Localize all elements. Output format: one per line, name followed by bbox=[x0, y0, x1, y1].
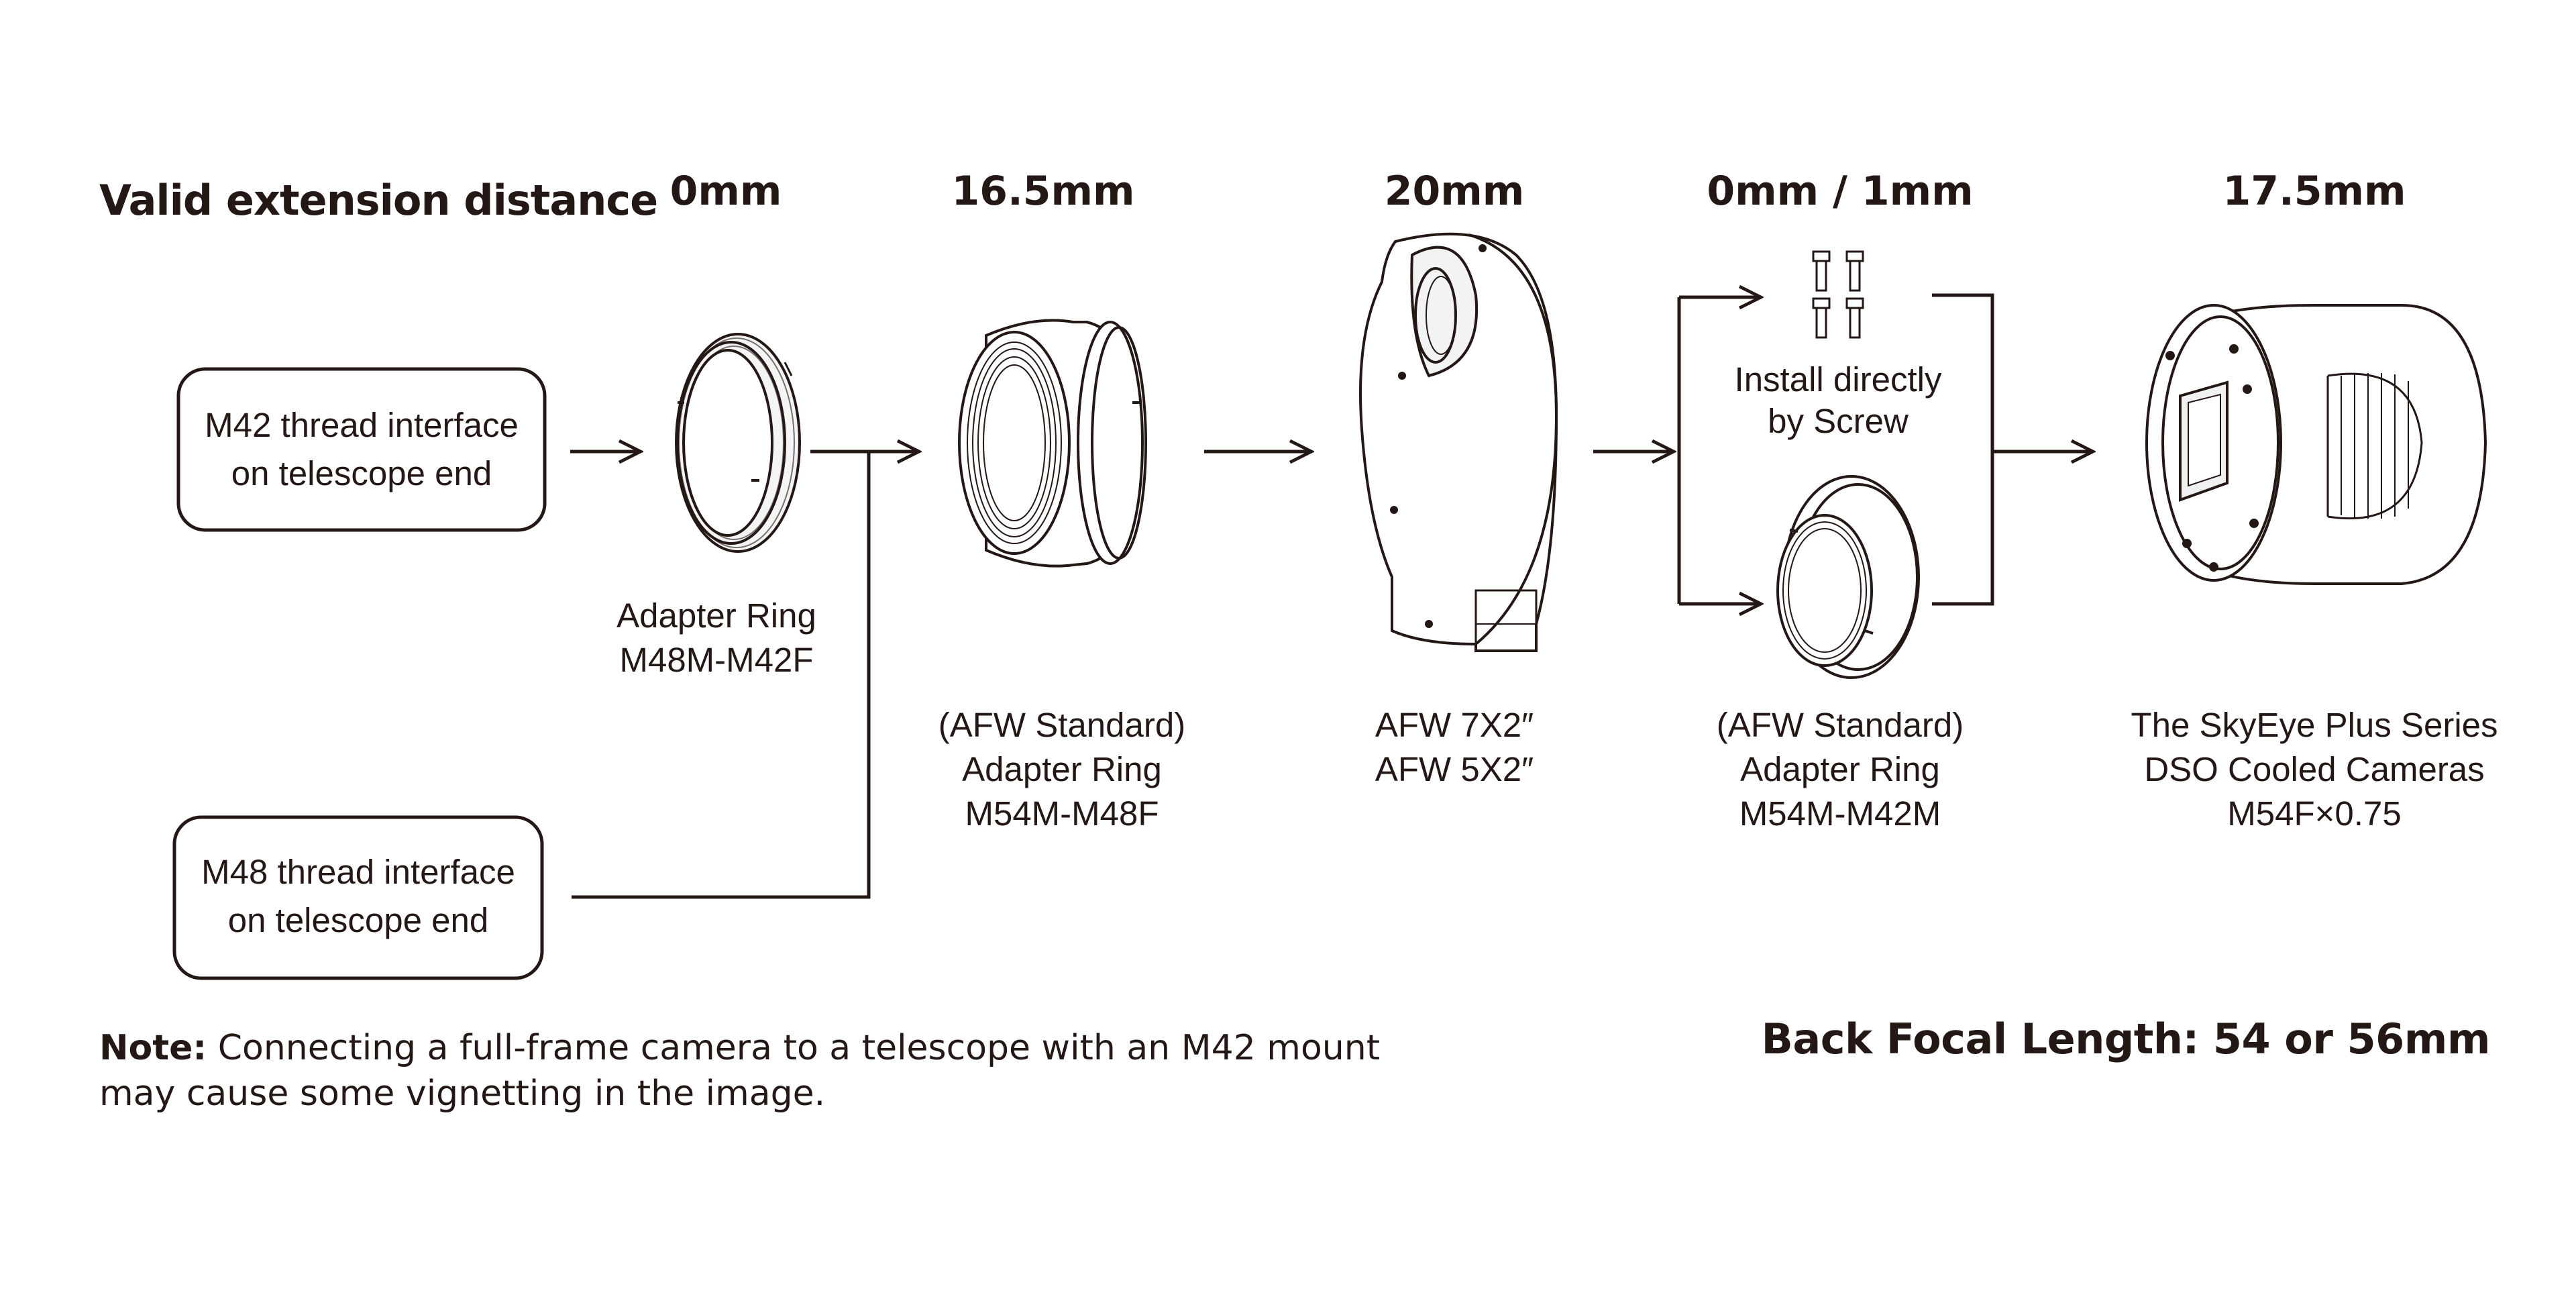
adapter-m54m-m48f-label: (AFW Standard) Adapter Ring M54M-M48F bbox=[938, 703, 1185, 836]
m48-interface-line2: on telescope end bbox=[227, 901, 489, 939]
adapter-ring-m54m-m48f-drawing bbox=[958, 319, 1147, 568]
filter-wheel-label: AFW 7X2″ AFW 5X2″ bbox=[1375, 703, 1534, 792]
m42-interface-box bbox=[176, 367, 547, 532]
distance-adapter-m54m-m42m: 0mm / 1mm bbox=[1707, 168, 1974, 215]
screws-drawing bbox=[1812, 250, 1864, 339]
back-focal-length: Back Focal Length: 54 or 56mm bbox=[1761, 1014, 2491, 1063]
m48-connector-line bbox=[572, 452, 871, 899]
adapter-m54m-m48f-line2: Adapter Ring bbox=[962, 750, 1162, 788]
adapter-m54m-m42m-label: (AFW Standard) Adapter Ring M54M-M42M bbox=[1717, 703, 1964, 836]
filter-wheel-line2: AFW 5X2″ bbox=[1375, 750, 1534, 788]
note-label: Note: bbox=[99, 1028, 207, 1068]
distance-filter-wheel: 20mm bbox=[1384, 168, 1525, 215]
adapter-m48m-m42f-label: Adapter Ring M48M-M42F bbox=[616, 594, 816, 682]
adapter-m54m-m48f-line3: M54M-M48F bbox=[965, 794, 1159, 833]
distance-adapter-m54m-m48f: 16.5mm bbox=[951, 168, 1135, 215]
filter-wheel-drawing bbox=[1359, 232, 1558, 652]
adapter-ring-m48m-m42f-drawing bbox=[675, 333, 801, 553]
m42-interface-line2: on telescope end bbox=[231, 454, 492, 492]
vignetting-note: Note: Connecting a full-frame camera to … bbox=[99, 1025, 1380, 1116]
distance-adapter-m48m-m42f: 0mm bbox=[669, 168, 782, 215]
adapter-ring-m54m-m42m-drawing bbox=[1776, 475, 1920, 679]
m48-interface-line1: M48 thread interface bbox=[201, 853, 515, 891]
m42-interface-label: M42 thread interface on telescope end bbox=[178, 401, 545, 498]
filter-wheel-line1: AFW 7X2″ bbox=[1375, 706, 1534, 744]
camera-label: The SkyEye Plus Series DSO Cooled Camera… bbox=[2131, 703, 2498, 836]
adapter-m48m-m42f-line1: Adapter Ring bbox=[616, 596, 816, 635]
adapter-m54m-m42m-line3: M54M-M42M bbox=[1739, 794, 1941, 833]
adapter-m54m-m48f-line1: (AFW Standard) bbox=[938, 706, 1186, 744]
merge-line bbox=[1932, 293, 1994, 606]
screws-line2: by Screw bbox=[1768, 402, 1909, 440]
adapter-m48m-m42f-line2: M48M-M42F bbox=[619, 641, 814, 679]
distance-camera: 17.5mm bbox=[2222, 168, 2406, 215]
camera-line2: DSO Cooled Cameras bbox=[2144, 750, 2485, 788]
page-title: Valid extension distance bbox=[99, 176, 658, 225]
camera-line3: M54F×0.75 bbox=[2227, 794, 2402, 833]
m42-interface-line1: M42 thread interface bbox=[205, 406, 519, 444]
adapter-m54m-m42m-line2: Adapter Ring bbox=[1740, 750, 1940, 788]
screws-label: Install directly by Screw bbox=[1735, 359, 1942, 442]
m48-interface-box bbox=[172, 815, 544, 980]
note-line2: may cause some vignetting in the image. bbox=[99, 1074, 826, 1114]
screws-line1: Install directly bbox=[1734, 360, 1942, 399]
m48-interface-label: M48 thread interface on telescope end bbox=[174, 848, 542, 945]
adapter-m54m-m42m-line1: (AFW Standard) bbox=[1716, 706, 1964, 744]
note-line1: Connecting a full-frame camera to a tele… bbox=[207, 1028, 1381, 1068]
camera-drawing bbox=[2145, 304, 2487, 585]
camera-line1: The SkyEye Plus Series bbox=[2131, 706, 2498, 744]
